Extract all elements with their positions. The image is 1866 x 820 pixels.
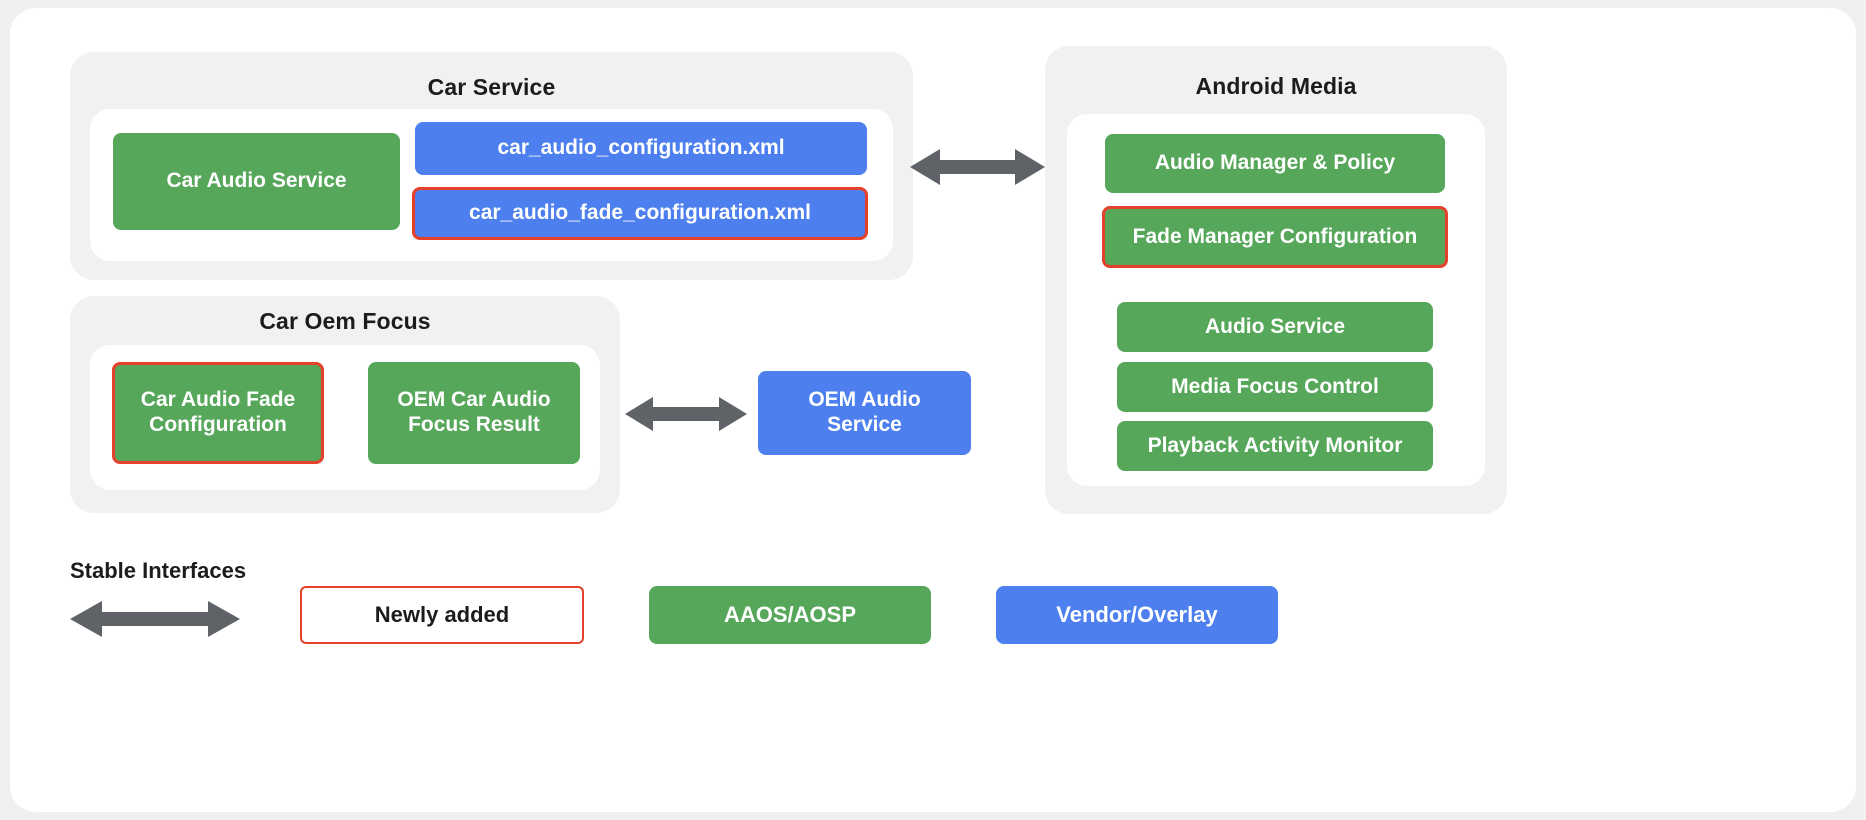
legend-stable-interfaces-arrow: [70, 598, 240, 640]
node-car-audio-configuration-xml[interactable]: car_audio_configuration.xml: [415, 122, 867, 175]
legend-item-newly-added-label: Newly added: [374, 602, 510, 628]
node-oem-audio-service-label-line1: OEM Audio: [808, 388, 921, 412]
node-playback-activity-monitor-label: Playback Activity Monitor: [1147, 433, 1403, 457]
group-car-oem-focus-well: Car Audio Fade Configuration OEM Car Aud…: [90, 345, 600, 490]
node-oem-car-audio-focus-result[interactable]: OEM Car Audio Focus Result: [368, 362, 580, 464]
node-fade-manager-configuration[interactable]: Fade Manager Configuration: [1102, 206, 1448, 268]
node-car-audio-fade-configuration[interactable]: Car Audio Fade Configuration: [112, 362, 324, 464]
legend-title: Stable Interfaces: [70, 558, 247, 583]
group-car-service-title: Car Service: [427, 74, 556, 100]
legend-item-newly-added[interactable]: Newly added: [300, 586, 584, 644]
node-audio-manager-and-policy-label: Audio Manager & Policy: [1154, 151, 1396, 175]
node-car-audio-service[interactable]: Car Audio Service: [113, 133, 400, 230]
node-playback-activity-monitor[interactable]: Playback Activity Monitor: [1117, 421, 1433, 471]
node-car-audio-configuration-xml-label: car_audio_configuration.xml: [497, 136, 785, 160]
node-car-audio-service-label: Car Audio Service: [166, 169, 347, 193]
node-car-audio-fade-configuration-label: Car Audio Fade Configuration: [140, 388, 296, 436]
node-media-focus-control[interactable]: Media Focus Control: [1117, 362, 1433, 412]
group-android-media-title: Android Media: [1195, 73, 1357, 99]
node-oem-car-audio-focus-result-label: OEM Car Audio Focus Result: [397, 388, 551, 436]
group-android-media-well: Audio Manager & Policy Fade Manager Conf…: [1067, 114, 1485, 486]
node-audio-manager-and-policy[interactable]: Audio Manager & Policy: [1105, 134, 1445, 193]
node-media-focus-control-label: Media Focus Control: [1171, 374, 1379, 398]
node-car-audio-fade-configuration-xml-label: car_audio_fade_configuration.xml: [469, 201, 811, 225]
node-oem-audio-service[interactable]: OEM Audio Service: [758, 371, 971, 455]
node-car-audio-fade-configuration-xml[interactable]: car_audio_fade_configuration.xml: [412, 187, 868, 240]
page-card: Car Service Car Audio Service car_audio_…: [10, 8, 1856, 812]
group-car-oem-focus: Car Oem Focus Car Audio Fade Configurati…: [70, 296, 620, 513]
node-audio-service-label: Audio Service: [1204, 314, 1346, 338]
legend-item-aaos-aosp[interactable]: AAOS/AOSP: [649, 586, 931, 644]
group-car-oem-focus-title: Car Oem Focus: [259, 308, 431, 334]
legend-item-vendor-overlay-label: Vendor/Overlay: [1056, 602, 1218, 628]
group-android-media: Android Media Audio Manager & Policy Fad…: [1045, 46, 1507, 514]
legend-item-aaos-aosp-label: AAOS/AOSP: [723, 602, 857, 628]
group-car-service-well: Car Audio Service car_audio_configuratio…: [90, 109, 893, 261]
group-car-service: Car Service Car Audio Service car_audio_…: [70, 52, 913, 280]
arrow-car-service-to-android-media: [910, 145, 1045, 189]
node-oem-audio-service-label-line2: Service: [827, 413, 902, 436]
arrow-car-oem-focus-to-oem-audio-service: [625, 393, 747, 435]
node-audio-service[interactable]: Audio Service: [1117, 302, 1433, 352]
legend-item-vendor-overlay[interactable]: Vendor/Overlay: [996, 586, 1278, 644]
node-fade-manager-configuration-label: Fade Manager Configuration: [1132, 224, 1418, 248]
